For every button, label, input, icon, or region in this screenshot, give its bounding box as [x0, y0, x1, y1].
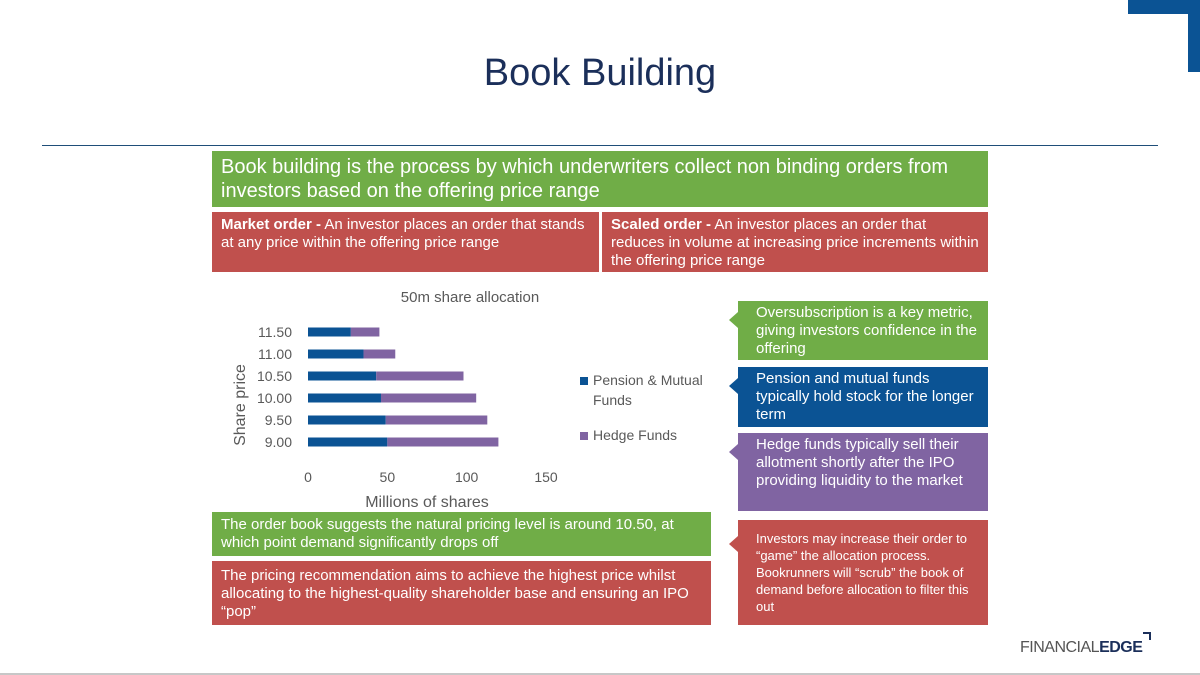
chart-x-tick-label: 50 — [380, 469, 396, 485]
chart-y-axis-label: Share price — [232, 364, 249, 446]
chart-x-axis-label: Millions of shares — [365, 494, 489, 511]
chart-y-tick-label: 11.00 — [258, 346, 292, 362]
market-order-box: Market order - An investor places an ord… — [212, 212, 599, 272]
footer-divider — [0, 673, 1200, 675]
chart-bar-hedge — [380, 393, 477, 403]
chart-bar-pension — [308, 415, 386, 425]
chart-legend-label-line: Pension & Mutual — [593, 372, 703, 388]
order-book-note: The order book suggests the natural pric… — [212, 512, 711, 556]
chart-y-tick-label: 11.50 — [258, 324, 292, 340]
chart-bar-pension — [308, 349, 364, 359]
market-order-text: An investor places an order that stands … — [221, 216, 585, 251]
chart-bar-pension — [308, 393, 381, 403]
financial-edge-logo: FINANCIALEDGE — [1020, 632, 1152, 657]
gaming-callout: Investors may increase their order to “g… — [729, 520, 988, 625]
chart-x-tick-label: 150 — [534, 469, 558, 485]
logo-edge: EDGE — [1099, 639, 1143, 656]
scaled-order-text: An investor places an order that reduces… — [611, 216, 979, 269]
chart-bar-hedge — [387, 437, 499, 447]
slide-title: Book Building — [483, 52, 717, 94]
chart-legend-swatch — [580, 432, 588, 440]
chart-bar-hedge — [376, 371, 464, 381]
logo-bracket-icon — [1143, 632, 1152, 640]
chart-legend-swatch — [580, 377, 588, 385]
scaled-order-box: Scaled order - An investor places an ord… — [602, 212, 988, 272]
chart-bar-hedge — [363, 349, 396, 359]
market-order-term: Market order - — [221, 216, 322, 233]
chart-bar-pension — [308, 437, 388, 447]
chart-legend-label-line: Funds — [593, 392, 632, 408]
oversubscription-callout: Oversubscription is a key metric, giving… — [729, 301, 988, 360]
chart-bar-hedge — [350, 327, 380, 337]
pension-funds-callout: Pension and mutual funds typically hold … — [729, 367, 988, 427]
chart-title: 50m share allocation — [401, 289, 539, 306]
logo-financial: FINANCIAL — [1020, 639, 1100, 656]
hedge-funds-callout: Hedge funds typically sell their allotme… — [729, 433, 988, 511]
chart-y-tick-label: 9.00 — [265, 434, 292, 450]
scaled-order-term: Scaled order - — [611, 216, 712, 233]
chart-bar-hedge — [385, 415, 488, 425]
chart-y-tick-label: 10.00 — [257, 390, 292, 406]
chart-y-tick-label: 10.50 — [257, 368, 292, 384]
chart-x-tick-label: 0 — [304, 469, 312, 485]
corner-accent-icon — [1128, 0, 1200, 72]
intro-box: Book building is the process by which un… — [212, 151, 988, 207]
chart-bar-pension — [308, 327, 351, 337]
pricing-note: The pricing recommendation aims to achie… — [212, 561, 711, 625]
chart-x-tick-label: 100 — [455, 469, 479, 485]
title-divider — [42, 145, 1158, 146]
chart-y-tick-label: 9.50 — [265, 412, 292, 428]
chart-legend-label: Hedge Funds — [593, 427, 677, 443]
chart-bar-pension — [308, 371, 377, 381]
